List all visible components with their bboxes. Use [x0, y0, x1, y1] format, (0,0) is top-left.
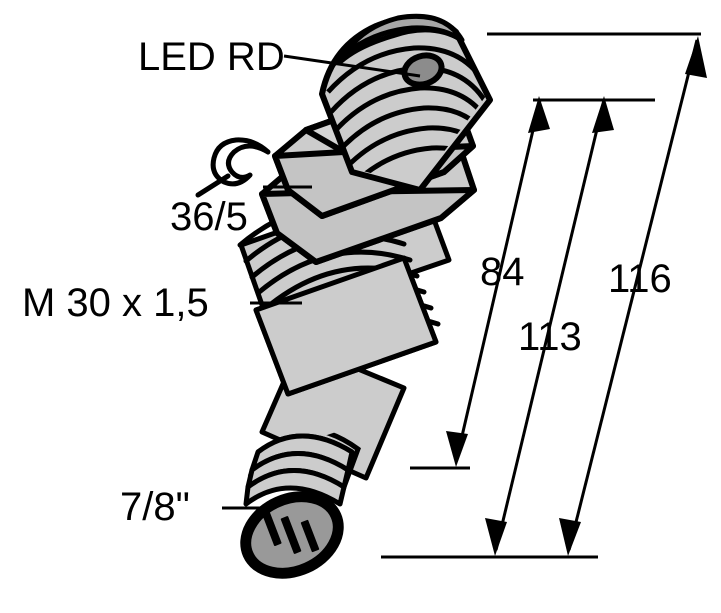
- dimension-84: 84: [446, 96, 550, 467]
- dimension-84-line: [454, 99, 542, 463]
- callout-led: LED RD: [138, 35, 421, 79]
- callouts: LED RD 36/5 M 30 x 1,5 7/8": [22, 35, 421, 529]
- dimension-84-arrow-top: [528, 96, 550, 133]
- dimension-116: 116: [559, 36, 707, 556]
- dimension-113-line: [494, 99, 606, 551]
- wrench-size-label: 36/5: [170, 195, 248, 239]
- sensor-body: [237, 13, 493, 579]
- smooth-barrel-overlay: [253, 255, 439, 397]
- connector-pin-slots: [262, 511, 320, 554]
- dimension-116-arrow-top: [685, 36, 707, 78]
- dimension-113-arrow-top: [592, 96, 614, 133]
- wrench-icon: [195, 137, 271, 198]
- dimension-116-line: [567, 39, 699, 551]
- dimension-116-arrow-bottom: [559, 518, 581, 556]
- dimension-84-label: 84: [480, 250, 525, 294]
- dimension-113-arrow-bottom: [485, 518, 507, 556]
- connector-face: [240, 491, 344, 579]
- callout-thread: M 30 x 1,5: [22, 281, 302, 325]
- callout-wrench: 36/5: [170, 137, 312, 239]
- led-indicator-dot: [401, 52, 445, 88]
- connector-size-label: 7/8": [120, 485, 190, 529]
- led-leader-line: [283, 54, 421, 78]
- dimension-84-arrow-bottom: [446, 431, 468, 467]
- dimension-116-label: 116: [608, 257, 672, 301]
- led-label: LED RD: [138, 35, 285, 79]
- dimension-113-label: 113: [518, 315, 582, 359]
- callout-connector: 7/8": [120, 485, 270, 529]
- thread-spec-label: M 30 x 1,5: [22, 281, 209, 325]
- connector-end: [240, 342, 407, 579]
- sensor-head: [319, 13, 493, 193]
- dimension-113: 113: [485, 96, 614, 556]
- dimension-lines: 84 113 116: [381, 32, 707, 559]
- connector-ring-3: [243, 468, 347, 507]
